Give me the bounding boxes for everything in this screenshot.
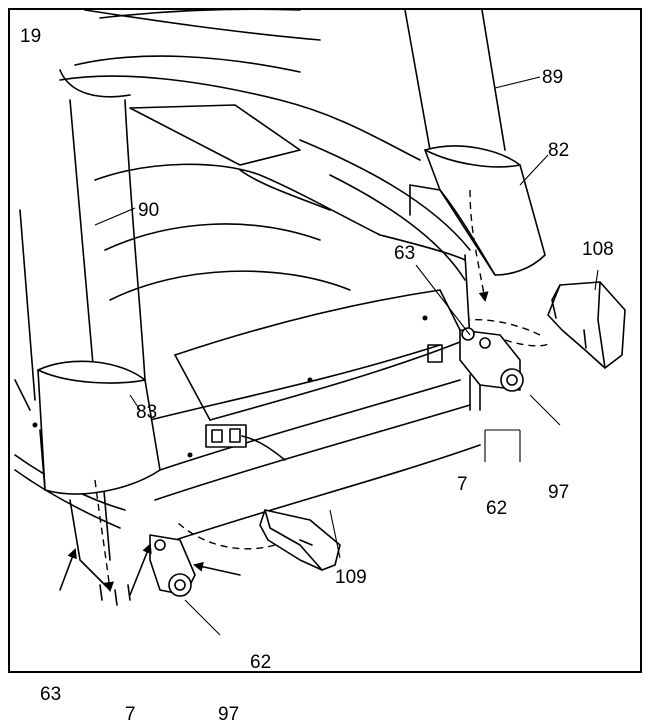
part-label-63-upper: 63 — [394, 243, 415, 264]
part-label-82: 82 — [548, 140, 569, 161]
perforated-tray — [129, 104, 301, 166]
part-label-63-lower: 63 — [40, 684, 61, 705]
right-bracket-82 — [409, 145, 546, 276]
part-label-108: 108 — [582, 239, 614, 260]
left-end-cap-109 — [259, 509, 341, 571]
treadmill-base — [14, 8, 481, 546]
right-end-cap-108 — [547, 281, 626, 369]
part-label-109: 109 — [335, 567, 367, 588]
right-upright-89 — [404, 9, 506, 151]
part-label-62-upper: 62 — [486, 498, 507, 519]
part-label-89: 89 — [542, 67, 563, 88]
leader-lines — [59, 76, 599, 636]
part-label-7-upper: 7 — [457, 474, 468, 495]
step-number: 19 — [20, 26, 41, 47]
diagram-frame — [8, 8, 642, 673]
part-label-7-lower: 7 — [125, 704, 136, 725]
left-hardware-assembly — [99, 534, 196, 606]
part-label-83: 83 — [136, 402, 157, 423]
left-bracket-83 — [37, 360, 161, 591]
right-hardware-assembly — [427, 327, 524, 411]
power-switch — [205, 424, 286, 461]
assembly-motion-paths — [94, 189, 549, 592]
part-label-97-upper: 97 — [548, 482, 569, 503]
part-label-62-lower: 62 — [250, 652, 271, 673]
part-label-97-lower: 97 — [218, 704, 239, 725]
part-label-90: 90 — [138, 200, 159, 221]
